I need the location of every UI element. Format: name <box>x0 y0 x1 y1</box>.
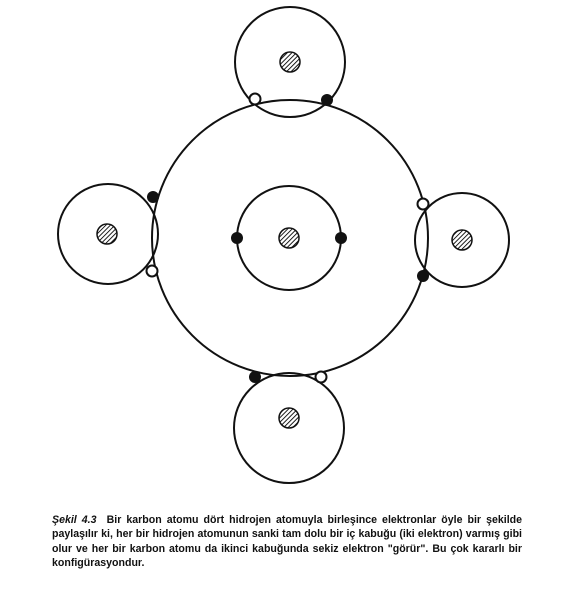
hydrogen-right-shell <box>414 192 510 288</box>
shared-electron-top-filled-icon <box>321 94 333 106</box>
figure-label: Şekil 4.3 <box>52 514 97 526</box>
hydrogen-left-nucleus-icon <box>96 223 118 245</box>
shared-electron-left-open-icon <box>145 264 159 278</box>
hydrogen-bottom-nucleus-icon <box>278 407 300 429</box>
inner-electron-right-icon <box>335 232 347 244</box>
shared-electron-top-open-icon <box>248 92 262 106</box>
shared-electron-right-open-icon <box>416 197 430 211</box>
carbon-outer-shell <box>151 99 429 377</box>
methane-electron-sharing-diagram <box>57 6 510 484</box>
figure-caption-text: Bir karbon atomu dört hidrojen atomuyla … <box>52 514 523 569</box>
hydrogen-top-nucleus-icon <box>279 51 301 73</box>
hydrogen-left-shell <box>57 183 159 285</box>
figure-caption: Şekil 4.3 Bir karbon atomu dört hidrojen… <box>52 513 522 570</box>
hydrogen-right-nucleus-icon <box>451 229 473 251</box>
shared-electron-left-filled-icon <box>147 191 159 203</box>
inner-electron-left-icon <box>231 232 243 244</box>
shared-electron-bottom-open-icon <box>314 370 328 384</box>
shared-electron-right-filled-icon <box>417 270 429 282</box>
carbon-nucleus-icon <box>278 227 300 249</box>
hydrogen-top-shell <box>234 6 346 118</box>
shared-electron-bottom-filled-icon <box>249 371 261 383</box>
hydrogen-bottom-shell <box>233 372 345 484</box>
